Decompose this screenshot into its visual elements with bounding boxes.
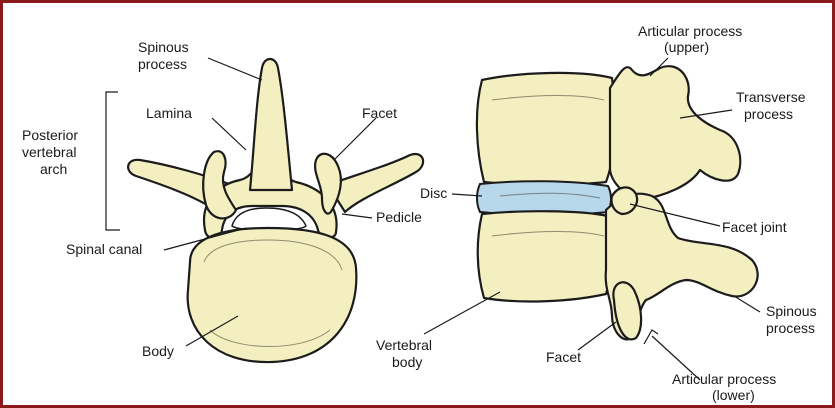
side-view-vertebrae bbox=[477, 66, 758, 339]
spinous-process-top bbox=[250, 59, 292, 190]
spinous-leader bbox=[208, 58, 262, 80]
label-transverse-1: Transverse bbox=[736, 89, 806, 105]
label-posterior-1: Posterior bbox=[22, 127, 78, 143]
upper-vertebral-body bbox=[477, 73, 615, 185]
pedicle-leader bbox=[342, 214, 372, 218]
label-articular-upper-2: (upper) bbox=[664, 39, 709, 55]
upper-posterior-elements bbox=[610, 66, 740, 200]
labels: Spinous process Posterior vertebral arch… bbox=[22, 23, 817, 403]
facet-top-leader bbox=[334, 118, 376, 160]
lower-vertebral-body bbox=[478, 211, 613, 301]
facet-joint-shape bbox=[611, 187, 637, 214]
spinous-right-leader bbox=[734, 296, 760, 312]
label-disc: Disc bbox=[420, 185, 447, 201]
label-vertebral-body-1: Vertebral bbox=[376, 337, 432, 353]
vertebral-body-leader bbox=[424, 292, 500, 334]
label-spinous-process-top-1: Spinous bbox=[138, 39, 189, 55]
facet-bottom-leader bbox=[578, 322, 616, 350]
label-posterior-2: vertebral bbox=[22, 144, 76, 160]
label-spinous-process-top-2: process bbox=[138, 56, 187, 72]
label-lamina: Lamina bbox=[146, 105, 192, 121]
label-posterior-3: arch bbox=[40, 161, 67, 177]
label-vertebral-body-2: body bbox=[392, 354, 422, 370]
label-spinal-canal: Spinal canal bbox=[66, 241, 142, 257]
label-spinous-right-1: Spinous bbox=[766, 303, 817, 319]
posterior-arch-bracket bbox=[106, 92, 120, 230]
intervertebral-disc bbox=[477, 181, 611, 215]
transverse-process-right bbox=[328, 154, 423, 212]
label-facet-bottom: Facet bbox=[546, 349, 581, 365]
vertebral-body-top bbox=[188, 228, 357, 362]
articular-lower-bracket bbox=[644, 330, 658, 344]
label-articular-upper-1: Articular process bbox=[638, 23, 742, 39]
label-pedicle: Pedicle bbox=[376, 209, 422, 225]
label-facet-joint: Facet joint bbox=[722, 219, 787, 235]
label-transverse-2: process bbox=[744, 106, 793, 122]
label-articular-lower-1: Articular process bbox=[672, 371, 776, 387]
label-facet-top: Facet bbox=[362, 105, 397, 121]
label-articular-lower-2: (lower) bbox=[712, 387, 755, 403]
label-body: Body bbox=[142, 343, 174, 359]
label-spinous-right-2: process bbox=[766, 320, 815, 336]
lamina-leader bbox=[212, 118, 246, 150]
